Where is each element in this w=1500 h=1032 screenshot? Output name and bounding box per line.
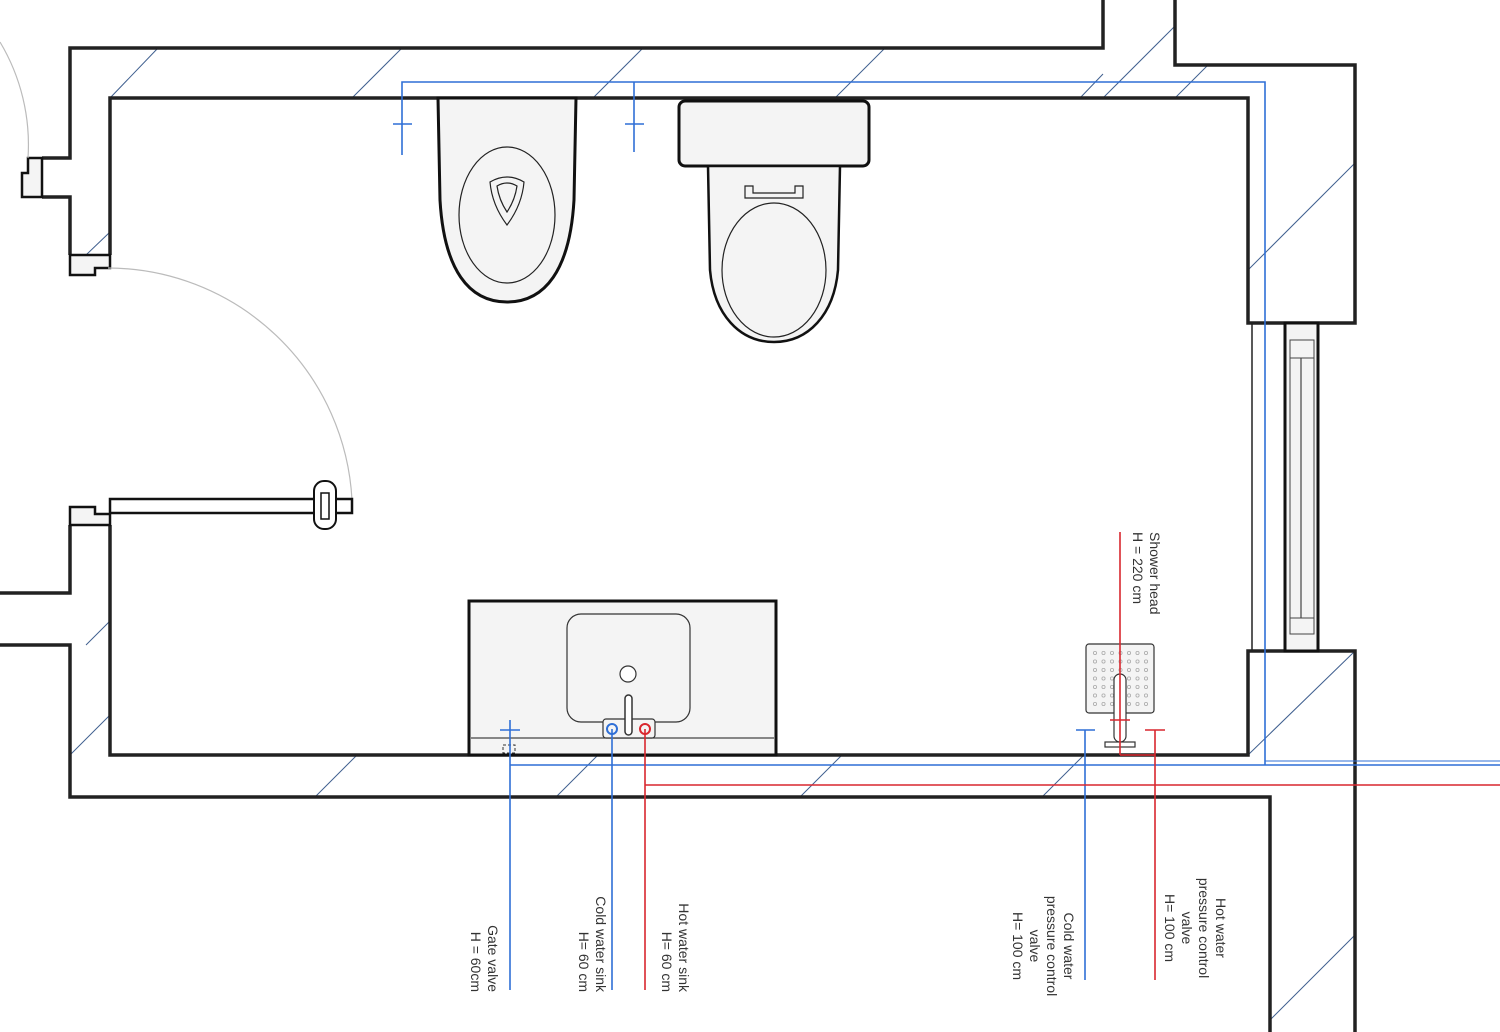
shower-nozzle (1144, 651, 1149, 656)
shower-nozzle (1135, 685, 1140, 690)
label-cold-water-sink: Cold water sink H= 60 cm (576, 896, 609, 993)
label-hot-pressure-valve: Hot water pressure control valve H= 100 … (1162, 878, 1229, 978)
label-gate-valve: Gate valve H = 60cm (468, 925, 501, 992)
svg-text:H= 60 cm: H= 60 cm (659, 932, 675, 992)
svg-text:pressure control: pressure control (1044, 896, 1060, 996)
door-jambs (20, 156, 112, 527)
shower-nozzle (1135, 659, 1140, 664)
shower-nozzle (1101, 702, 1106, 707)
faucet-icon (624, 694, 633, 736)
shower-nozzle (1093, 651, 1098, 656)
svg-text:Gate valve: Gate valve (485, 925, 501, 992)
drain-icon (619, 665, 637, 683)
shower-nozzle (1144, 685, 1149, 690)
shower-nozzle (1093, 668, 1098, 673)
shower-nozzle (1093, 659, 1098, 664)
window (1283, 321, 1320, 653)
shower-nozzle (1093, 702, 1098, 707)
svg-text:H= 100 cm: H= 100 cm (1010, 912, 1026, 980)
shower-nozzle (1135, 668, 1140, 673)
shower-nozzle (1144, 702, 1149, 707)
shower-nozzle (1127, 702, 1132, 707)
shower-nozzle (1127, 651, 1132, 656)
shower-nozzle (1101, 693, 1106, 698)
urinal (436, 96, 578, 304)
shower-nozzle (1110, 659, 1115, 664)
door[interactable] (108, 480, 354, 530)
label-cold-pressure-valve: Cold water pressure control valve H= 100… (1010, 896, 1077, 996)
svg-text:H= 60 cm: H= 60 cm (576, 932, 592, 992)
hot-water-pipes (644, 532, 1500, 990)
shower-nozzle (1144, 659, 1149, 664)
shower-nozzle (1127, 659, 1132, 664)
shower-nozzle (1144, 668, 1149, 673)
shower-nozzle (1144, 676, 1149, 681)
svg-text:Hot water: Hot water (1213, 898, 1229, 958)
svg-text:valve: valve (1179, 912, 1195, 945)
toilet (677, 99, 871, 344)
shower-nozzle (1127, 693, 1132, 698)
label-hot-water-sink: Hot water sink H= 60 cm (659, 903, 692, 993)
door-swing-arc (107, 267, 353, 501)
svg-text:Hot water sink: Hot water sink (676, 903, 692, 993)
sink-vanity (467, 599, 778, 757)
shower-nozzle (1101, 651, 1106, 656)
svg-text:Shower head: Shower head (1147, 532, 1163, 615)
wall-hatching (69, 25, 1356, 1021)
shower-nozzle (1127, 676, 1132, 681)
shower-nozzle (1101, 676, 1106, 681)
svg-text:pressure control: pressure control (1196, 878, 1212, 978)
cold-water-pipes (393, 81, 1500, 990)
svg-text:Cold water: Cold water (1061, 913, 1077, 980)
shower-nozzle (1135, 693, 1140, 698)
shower-nozzle (1127, 685, 1132, 690)
svg-text:H = 60cm: H = 60cm (468, 932, 484, 992)
svg-text:Cold water sink: Cold water sink (593, 896, 609, 993)
door-swing-arc-left (0, 41, 30, 159)
svg-text:H= 100 cm: H= 100 cm (1162, 894, 1178, 962)
shower-nozzle (1110, 651, 1115, 656)
svg-text:valve: valve (1027, 930, 1043, 963)
shower-nozzle (1144, 693, 1149, 698)
shower-nozzle (1093, 685, 1098, 690)
svg-text:H = 220 cm: H = 220 cm (1130, 532, 1146, 604)
shower-nozzle (1127, 668, 1132, 673)
shower-nozzle (1135, 702, 1140, 707)
shower-nozzle (1093, 693, 1098, 698)
shower-nozzle (1093, 676, 1098, 681)
shower-nozzle (1110, 668, 1115, 673)
shower-nozzle (1135, 651, 1140, 656)
shower-nozzle (1101, 659, 1106, 664)
shower-nozzle (1135, 676, 1140, 681)
shower-nozzle (1101, 668, 1106, 673)
label-shower-head: Shower head H = 220 cm (1130, 532, 1163, 615)
shower-nozzle (1101, 685, 1106, 690)
